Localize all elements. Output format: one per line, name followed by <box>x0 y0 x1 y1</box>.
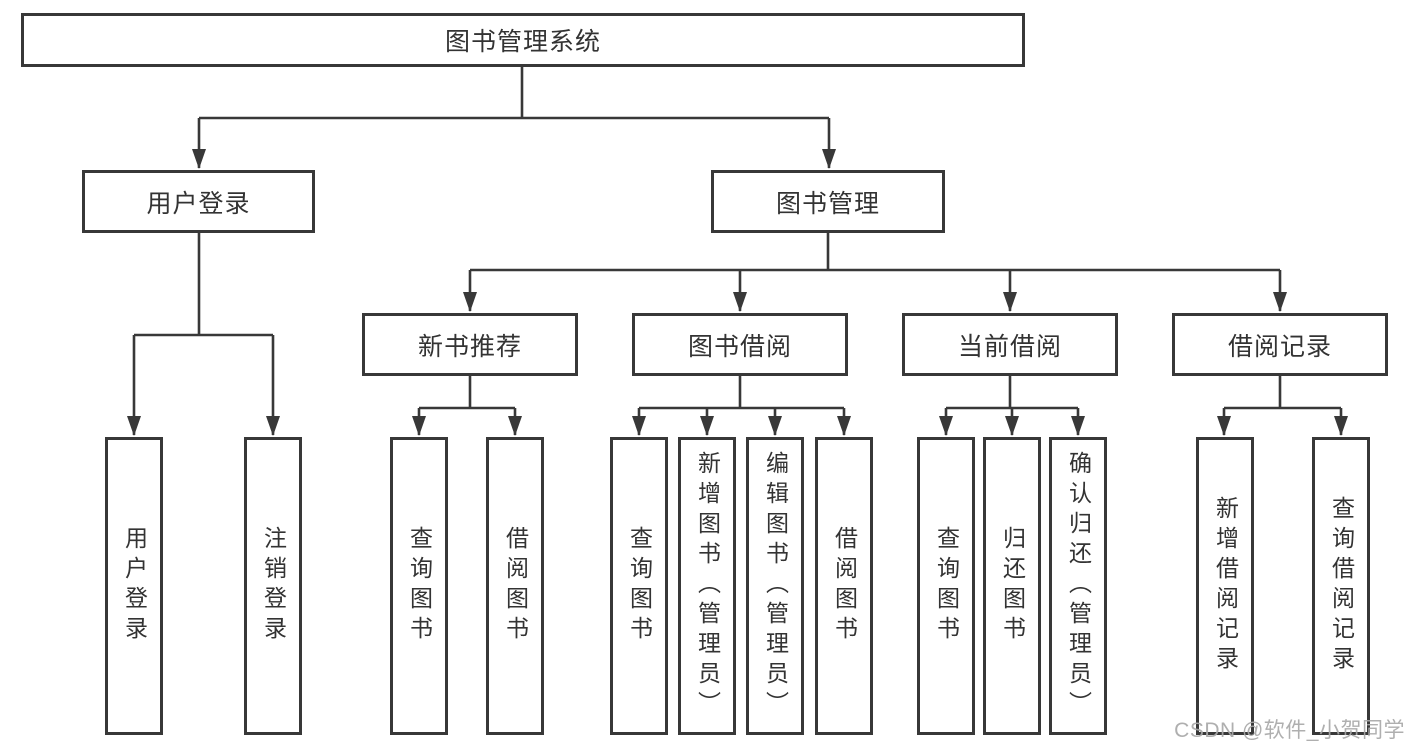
node-borrowing-records: 借阅记录 <box>1172 313 1388 376</box>
node-user-login-leaf: 用户登录 <box>105 437 163 735</box>
csdn-watermark: CSDN @软件_小贺同学 <box>1174 719 1405 742</box>
connectors-new-book-recommendation <box>412 375 522 436</box>
node-confirm-return-admin: 确认归还（管理员） <box>1049 437 1107 735</box>
node-book-management: 图书管理 <box>711 170 945 233</box>
node-query-books-borrowing: 查询图书 <box>610 437 668 735</box>
node-library-management-system: 图书管理系统 <box>21 13 1025 67</box>
connectors-user-login <box>127 232 280 436</box>
node-label: 编辑图书（管理员） <box>762 451 789 721</box>
node-user-login: 用户登录 <box>82 170 315 233</box>
node-return-books: 归还图书 <box>983 437 1041 735</box>
node-label: 用户登录 <box>121 526 148 646</box>
node-label: 借阅图书 <box>502 526 529 646</box>
node-logout: 注销登录 <box>244 437 302 735</box>
node-add-books-admin: 新增图书（管理员） <box>678 437 736 735</box>
node-label: 新增图书（管理员） <box>694 451 721 721</box>
node-borrow-books-leaf: 借阅图书 <box>815 437 873 735</box>
connectors-book-borrowing <box>632 375 851 436</box>
node-book-borrowing: 图书借阅 <box>632 313 848 376</box>
connectors-root <box>192 66 836 169</box>
node-label: 确认归还（管理员） <box>1065 451 1092 721</box>
node-label: 借阅图书 <box>831 526 858 646</box>
node-query-borrow-record: 查询借阅记录 <box>1312 437 1370 735</box>
node-label: 查询图书 <box>933 526 960 646</box>
node-label: 查询图书 <box>626 526 653 646</box>
connectors-book-management <box>463 232 1287 312</box>
connectors-current-borrowing <box>939 375 1085 436</box>
node-new-book-recommendation: 新书推荐 <box>362 313 578 376</box>
node-label: 查询借阅记录 <box>1328 496 1355 676</box>
node-label: 查询图书 <box>406 526 433 646</box>
node-query-books-recommend: 查询图书 <box>390 437 448 735</box>
node-edit-books-admin: 编辑图书（管理员） <box>746 437 804 735</box>
node-label: 归还图书 <box>999 526 1026 646</box>
node-query-books-current: 查询图书 <box>917 437 975 735</box>
node-borrow-books-recommend: 借阅图书 <box>486 437 544 735</box>
connectors-borrowing-records <box>1217 375 1348 436</box>
node-current-borrowing: 当前借阅 <box>902 313 1118 376</box>
node-add-borrow-record: 新增借阅记录 <box>1196 437 1254 735</box>
node-label: 注销登录 <box>260 526 287 646</box>
node-label: 新增借阅记录 <box>1212 496 1239 676</box>
